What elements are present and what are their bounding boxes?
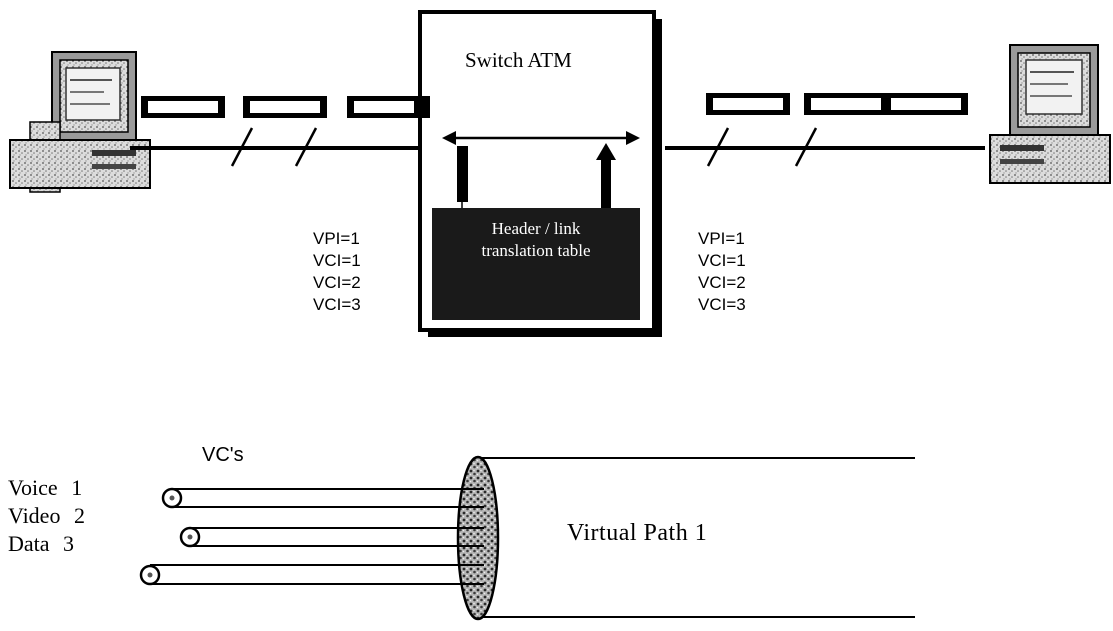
fiber-cross-section (458, 457, 498, 619)
switch-title: Switch ATM (465, 48, 572, 73)
channel-video: Video 2 (8, 502, 85, 530)
left-identifier-list: VPI=1 VCI=1 VCI=2 VCI=3 (313, 228, 361, 316)
right-vci-3: VCI=3 (698, 294, 746, 316)
virtual-path-bundle (141, 457, 915, 619)
channel-voice: Voice 1 (8, 474, 85, 502)
translation-table-label: Header / link translation table (440, 218, 632, 262)
right-identifier-list: VPI=1 VCI=1 VCI=2 VCI=3 (698, 228, 746, 316)
atm-cell-left-2 (243, 96, 327, 118)
atm-cell-left-1 (141, 96, 225, 118)
right-vci-1: VCI=1 (698, 250, 746, 272)
left-vpi: VPI=1 (313, 228, 361, 250)
atm-cell-right-2 (804, 93, 888, 115)
channel-video-name: Video (8, 503, 60, 528)
translation-table-label-line: Header / link (440, 218, 632, 240)
right-computer-icon (990, 45, 1110, 183)
channel-list: Voice 1 Video 2 Data 3 (8, 474, 85, 558)
channel-video-number: 2 (74, 503, 85, 528)
left-vci-1: VCI=1 (313, 250, 361, 272)
atm-cell-right-3 (884, 93, 968, 115)
right-vpi: VPI=1 (698, 228, 746, 250)
channel-voice-name: Voice (8, 475, 58, 500)
left-computer-icon (10, 52, 150, 192)
right-vci-2: VCI=2 (698, 272, 746, 294)
channel-data-number: 3 (63, 531, 74, 556)
left-vci-3: VCI=3 (313, 294, 361, 316)
translation-table-label-line: translation table (440, 240, 632, 262)
channel-data-name: Data (8, 531, 50, 556)
vcs-heading: VC's (202, 444, 244, 467)
channel-voice-number: 1 (71, 475, 82, 500)
channel-data: Data 3 (8, 530, 85, 558)
left-vci-2: VCI=2 (313, 272, 361, 294)
atm-cell-right-1 (706, 93, 790, 115)
virtual-path-label: Virtual Path 1 (567, 520, 707, 547)
